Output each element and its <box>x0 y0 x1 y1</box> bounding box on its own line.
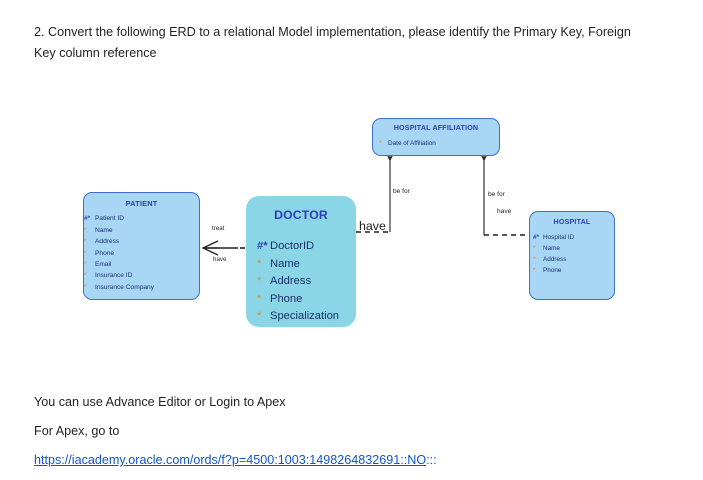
attribute-label: Specialization <box>270 310 340 323</box>
relationship-label-treat: treat <box>212 225 225 232</box>
attr-marker: * <box>84 238 87 246</box>
attribute-row: #*Hospital ID <box>533 232 614 243</box>
attribute-label: Name <box>95 226 113 234</box>
attribute-label: Patient ID <box>95 215 124 223</box>
attribute-row: * Specialization <box>257 308 356 325</box>
attribute-row: * Address <box>84 236 199 247</box>
attribute-row: #* Patient ID <box>84 213 199 224</box>
attribute-label: Address <box>270 275 312 288</box>
attribute-label: Insurance ID <box>95 272 133 280</box>
attribute-label: Address <box>543 256 567 263</box>
relationship-label-have-patient-doctor: have <box>213 256 227 263</box>
relationship-label-have-doctor-affiliation: have <box>359 219 386 233</box>
attribute-row: * Phone <box>533 265 614 276</box>
attr-marker: * <box>84 272 87 280</box>
attribute-label: Address <box>95 238 120 246</box>
attribute-label: Phone <box>95 249 115 257</box>
attribute-label: Insurance Company <box>95 283 155 291</box>
attribute-row: #*DoctorID <box>257 238 356 255</box>
attribute-label: Date of Affiliation <box>388 140 436 147</box>
attribute-label: DoctorID <box>270 240 315 253</box>
attribute-label: Phone <box>270 292 303 305</box>
attr-marker: * <box>84 283 87 291</box>
apex-url-link[interactable]: https://iacademy.oracle.com/ords/f?p=450… <box>34 453 427 467</box>
attr-marker: * <box>84 249 87 257</box>
advance-editor-text: You can use Advance Editor or Login to A… <box>34 395 286 409</box>
attribute-row: * Insurance Company <box>84 282 199 293</box>
attribute-row: * Phone <box>84 248 199 259</box>
relationship-label-be-for-left: be for <box>393 188 410 195</box>
attribute-row: * Insurance ID <box>84 270 199 281</box>
entity-hospital-affiliation-attributes: * Date of Affiliation <box>373 138 499 149</box>
attr-marker: * <box>533 256 536 263</box>
attribute-label: Email <box>95 261 112 269</box>
attr-marker: * <box>533 267 536 274</box>
entity-patient-title: PATIENT <box>125 199 158 208</box>
attr-marker: * <box>257 292 262 305</box>
attr-marker: * <box>84 261 87 269</box>
attr-marker: * <box>533 245 536 252</box>
pk-marker: #* <box>533 234 540 241</box>
entity-patient[interactable]: PATIENT #* Patient ID * Name * Address * Pho… <box>83 192 200 300</box>
apex-link-line: https://iacademy.oracle.com/ords/f?p=450… <box>34 453 437 467</box>
relationship-label-be-for-right: be for <box>488 191 505 198</box>
attribute-label: Hospital ID <box>543 234 575 241</box>
pk-marker: #* <box>257 240 268 253</box>
attribute-label: Name <box>270 257 300 270</box>
entity-doctor-attributes: #*DoctorID * Name * Address * Phone * Specia… <box>246 238 356 325</box>
attr-marker: * <box>257 257 262 270</box>
entity-hospital-affiliation[interactable]: HOSPITAL AFFILIATION * Date of Affiliatio… <box>372 118 500 156</box>
entity-hospital-affiliation-title: HOSPITAL AFFILIATION <box>393 124 479 132</box>
crowsfoot-patient <box>201 240 219 256</box>
entity-hospital-title: HOSPITAL <box>553 218 591 226</box>
entity-patient-attributes: #* Patient ID * Name * Address * Phone * Emai… <box>84 213 199 293</box>
attr-marker: * <box>379 140 382 147</box>
attribute-label: Name <box>543 245 561 252</box>
apex-url-tail: ::: <box>426 453 437 467</box>
attr-marker: * <box>257 310 262 323</box>
attribute-row: * Address <box>257 273 356 290</box>
attribute-row: * Name <box>257 256 356 273</box>
attribute-row: * Address <box>533 254 614 265</box>
entity-doctor[interactable]: DOCTOR #*DoctorID * Name * Address * Phone … <box>246 196 356 327</box>
pk-marker: #* <box>84 215 91 223</box>
attribute-row: * Phone <box>257 291 356 308</box>
for-apex-text: For Apex, go to <box>34 424 120 438</box>
entity-hospital[interactable]: HOSPITAL #*Hospital ID * Name * Address * P… <box>529 211 615 300</box>
question-text: 2. Convert the following ERD to a relati… <box>34 25 631 60</box>
attr-marker: * <box>257 275 262 288</box>
attribute-label: Phone <box>543 267 562 274</box>
attribute-row: * Name <box>533 243 614 254</box>
attr-marker: * <box>84 226 87 234</box>
attribute-row: * Email <box>84 259 199 270</box>
relationship-label-have-hospital: have <box>497 208 512 215</box>
attribute-row: * Date of Affiliation <box>379 138 499 149</box>
attribute-row: * Name <box>84 225 199 236</box>
entity-doctor-title: DOCTOR <box>274 208 328 222</box>
entity-hospital-attributes: #*Hospital ID * Name * Address * Phone <box>530 232 614 276</box>
